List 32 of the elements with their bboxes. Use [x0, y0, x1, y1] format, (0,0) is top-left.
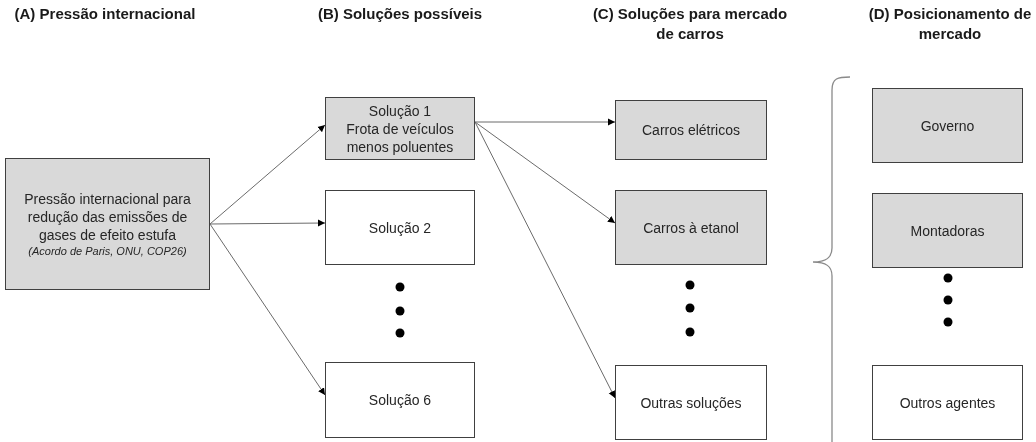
- arrow: [209, 223, 326, 396]
- box-text: Governo: [920, 116, 975, 135]
- process-box: [325, 190, 475, 265]
- process-box: [615, 365, 767, 440]
- box-subtext: (Acordo de Paris, ONU, COP26): [28, 244, 187, 258]
- arrow: [209, 124, 326, 225]
- arrow: [474, 118, 616, 126]
- box-text: Carros elétricos: [642, 121, 740, 139]
- box-text: Outros agentes: [899, 393, 996, 412]
- box-text: Pressão internacional para redução das emissões de gases de efeito estufa: [23, 190, 192, 244]
- process-box: [872, 193, 1023, 268]
- process-box: [872, 88, 1023, 163]
- column-heading: (A) Pressão internacional: [13, 4, 197, 24]
- column-heading: (D) Posicionamento de mercado: [867, 4, 1033, 44]
- arrow: [474, 121, 616, 224]
- box-text: Solução 1: [368, 101, 432, 120]
- process-box: [325, 97, 475, 160]
- column-heading: (B) Soluções possíveis: [316, 4, 484, 24]
- process-box: [615, 190, 767, 265]
- process-box: [872, 365, 1023, 440]
- process-box: [5, 158, 210, 290]
- arrow: [209, 219, 326, 227]
- box-text: Solução 2: [368, 218, 432, 237]
- box-text: Outras soluções: [640, 393, 742, 412]
- box-text: Montadoras: [910, 221, 985, 240]
- box-subtext: Frota de veículos menos poluentes: [345, 119, 455, 156]
- column-heading: (C) Soluções para mercado de carros: [591, 4, 789, 44]
- arrow: [474, 121, 616, 399]
- process-box: [325, 362, 475, 438]
- box-text: Carros à etanol: [643, 218, 739, 237]
- process-box: [615, 100, 767, 160]
- box-text: Solução 6: [368, 391, 432, 409]
